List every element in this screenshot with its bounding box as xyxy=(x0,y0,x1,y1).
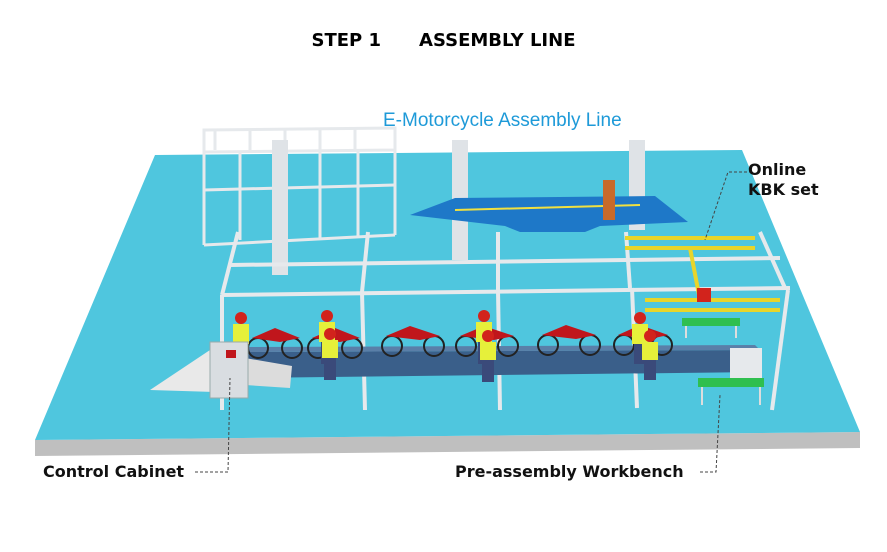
workers xyxy=(233,310,658,382)
entry-ramp xyxy=(150,350,215,392)
page-heading: STEP 1 ASSEMBLY LINE xyxy=(0,30,887,51)
cabinet-leader-line xyxy=(195,377,231,473)
workbench-leader-line xyxy=(700,394,721,473)
kbk-set-callout: Online KBK set xyxy=(748,160,819,200)
workbench-callout: Pre-assembly Workbench xyxy=(455,462,684,481)
workbench-upper xyxy=(682,318,740,338)
motorcycle xyxy=(537,325,601,356)
workbench-lower xyxy=(698,378,764,405)
kbk-callout-line2: KBK set xyxy=(748,180,819,199)
roller-stand xyxy=(603,180,615,220)
conveyor-end-unit xyxy=(730,348,762,378)
worker xyxy=(322,328,338,380)
control-cabinet-callout: Control Cabinet xyxy=(43,462,185,481)
control-cabinet xyxy=(209,341,249,399)
conveyor xyxy=(240,350,760,378)
scene-title: E-Motorcycle Assembly Line xyxy=(383,110,622,131)
kbk-leader-line xyxy=(704,171,752,241)
motorcycle xyxy=(381,326,445,357)
worker xyxy=(480,330,496,382)
ramp-steps xyxy=(245,358,292,388)
kbk-callout-line1: Online xyxy=(748,160,807,179)
heading-section: ASSEMBLY LINE xyxy=(419,30,576,51)
back-pillar xyxy=(272,140,288,275)
worker xyxy=(642,330,658,380)
heading-step: STEP 1 xyxy=(311,30,382,51)
kbk-hoist xyxy=(697,288,711,302)
floor xyxy=(35,150,860,440)
